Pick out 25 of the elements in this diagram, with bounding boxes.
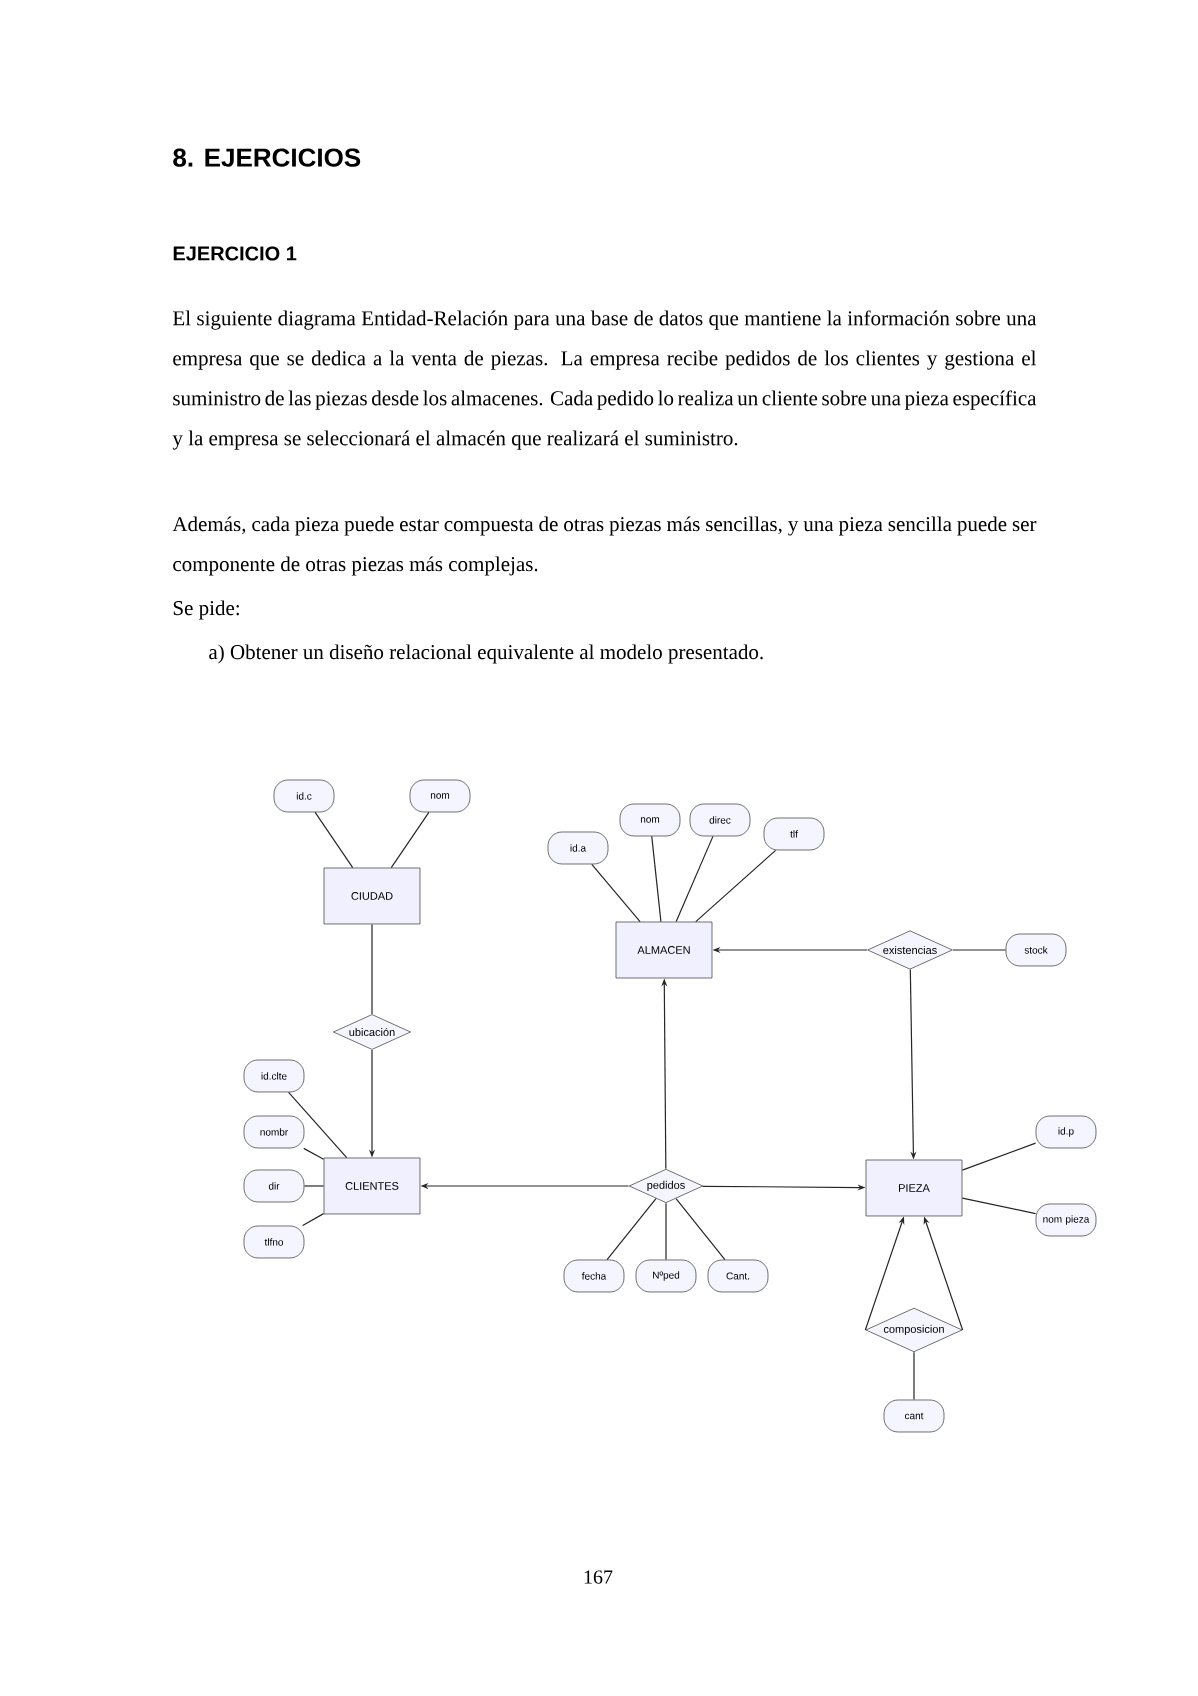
connector [675,1197,726,1261]
connector [371,923,373,1015]
page-number: 167 [584,1570,613,1584]
connector [591,863,641,923]
connector [303,1147,325,1160]
connector [288,1091,348,1159]
connector [961,1142,1037,1171]
connector [952,949,1007,951]
connector [303,1185,325,1187]
list-item: a) Obtener un diseño relacional equivalente al modelo presentado. [209,644,763,664]
connector [961,1197,1037,1215]
paragraph: Además, cada pieza puede estar compuesta de otras piezas más sencillas, y una pieza sencilla puede ser componente de otras piezas más complejas. [172,516,1037,576]
connector [695,849,777,923]
connector [302,1213,325,1227]
connector [913,1351,915,1401]
paragraph: El siguiente diagrama Entidad-Relación para una base de datos que mantiene la información sobre una empresa que se dedica a la venta de piezas. La empresa recibe pedidos de los clientes y gestiona el suministro de las piezas desde los almacenes. Cada pedido lo realiza un cliente sobre una pieza específica y la empresa se seleccionará el almacén que realizará el suministro. [172,310,1037,450]
text: Se pide: [173,600,239,620]
connector [675,835,714,923]
title: 8. EJERCICIOS [173,148,361,167]
connector [390,811,430,869]
connector [314,811,354,869]
heading: EJERCICIO 1 [173,246,297,261]
connector [651,835,662,923]
connector [606,1197,657,1261]
connector [665,1202,667,1261]
